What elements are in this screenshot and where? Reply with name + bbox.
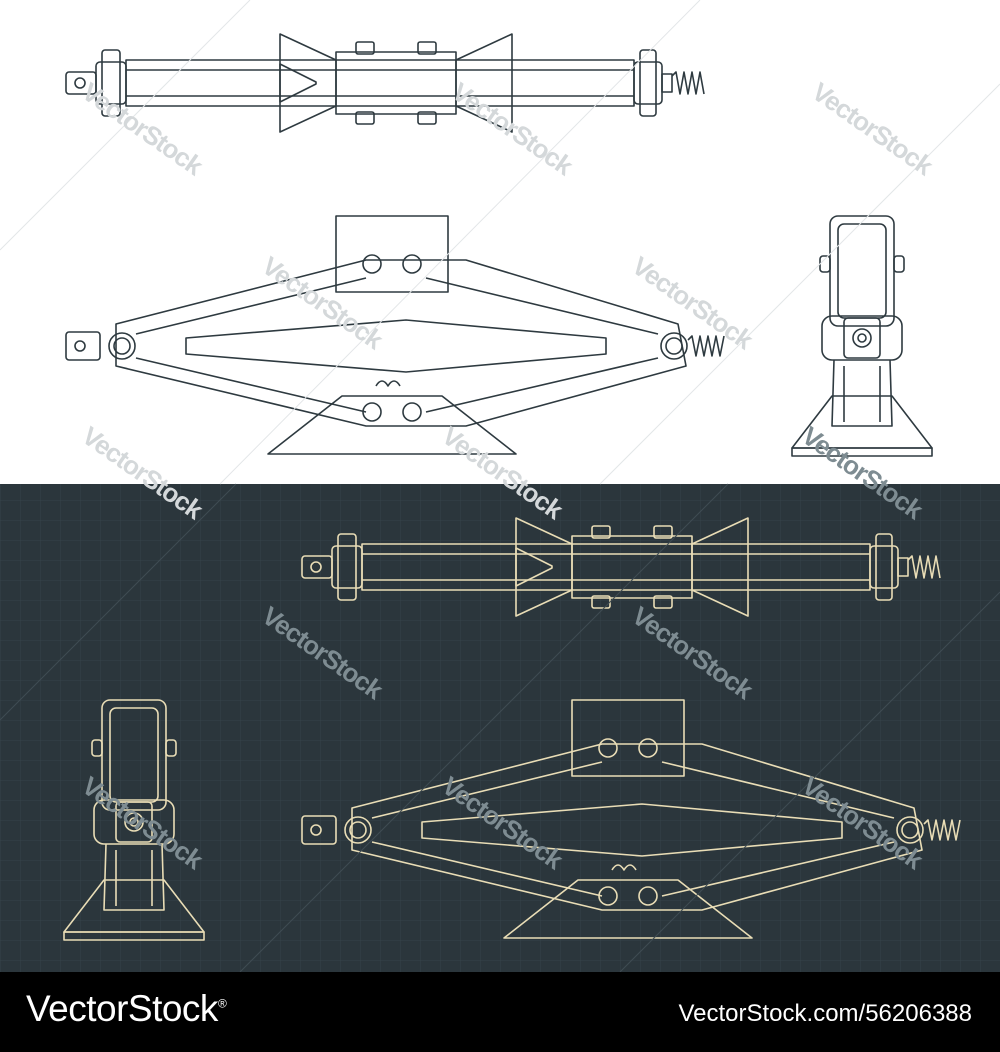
watermark-text: VectorStock bbox=[807, 76, 940, 181]
image-id: VectorStock.com/56206388 bbox=[678, 1000, 972, 1027]
watermark-text: VectorStock bbox=[447, 76, 580, 181]
drawing-canvas: VectorStock VectorStock VectorStock Vect… bbox=[0, 0, 1000, 972]
jack-top-view-light bbox=[65, 33, 705, 133]
brand-logo: VectorStock® bbox=[26, 988, 227, 1030]
footer-bar bbox=[0, 972, 1000, 1052]
jack-side-view-light bbox=[65, 215, 725, 455]
watermark-text: VectorStock bbox=[257, 250, 390, 355]
brand-name: VectorStock bbox=[26, 988, 218, 1029]
blueprint-grid bbox=[0, 484, 1000, 972]
watermark-text: VectorStock bbox=[77, 76, 210, 181]
registered-mark: ® bbox=[217, 996, 227, 1011]
